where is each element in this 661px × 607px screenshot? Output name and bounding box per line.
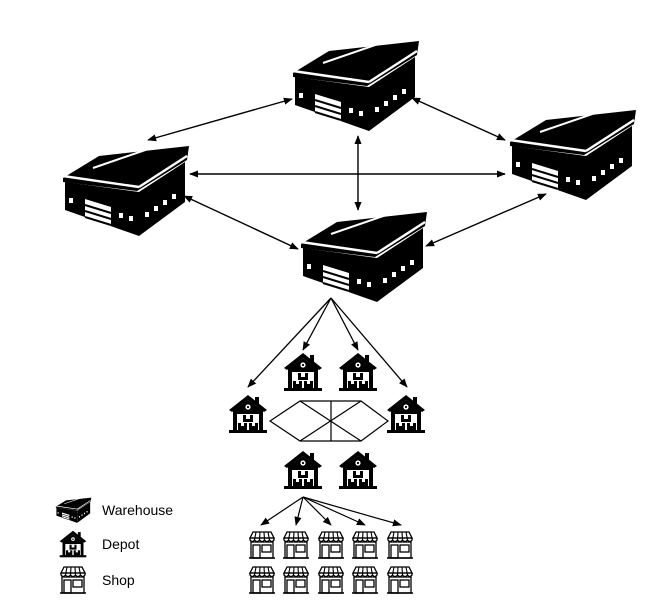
depot-icon [284,353,322,391]
shop-icon [248,531,276,559]
warehouse-icon [299,210,429,304]
warehouse-icon [508,108,638,202]
legend-item-warehouse: Warehouse [55,497,173,524]
legend-item-shop: Shop [59,566,135,594]
warehouse-icon [61,144,191,238]
shop-icon [351,531,379,559]
legend-label: Depot [102,536,139,552]
shop-icon [317,531,345,559]
link-top-right [411,97,506,141]
link-top-left [147,97,293,142]
legend-label: Shop [102,572,135,588]
link-right-center [425,193,547,247]
shop-icon [248,566,276,594]
link-left-center [183,195,299,250]
legend-item-depot: Depot [59,530,139,558]
depot-mesh [268,400,390,442]
depot-to-shop-links [260,496,402,527]
shop-icon [317,566,345,594]
warehouse-links [147,97,547,250]
warehouse-icon [55,497,92,524]
warehouse-icon [291,39,421,133]
depot-icon [339,451,377,489]
shop-icon [59,566,87,594]
shop-icon [386,566,414,594]
shop-icon [351,566,379,594]
shop-icon [282,566,310,594]
depot-icon [59,530,87,558]
warehouse-to-depot-links [247,297,408,388]
depot-icon [229,395,267,433]
shop-icon [386,531,414,559]
legend: Warehouse Depot Shop [55,497,173,594]
legend-label: Warehouse [102,502,173,518]
depot-icon [284,451,322,489]
shop-icon [282,531,310,559]
depot-icon [387,395,425,433]
depot-icon [339,353,377,391]
